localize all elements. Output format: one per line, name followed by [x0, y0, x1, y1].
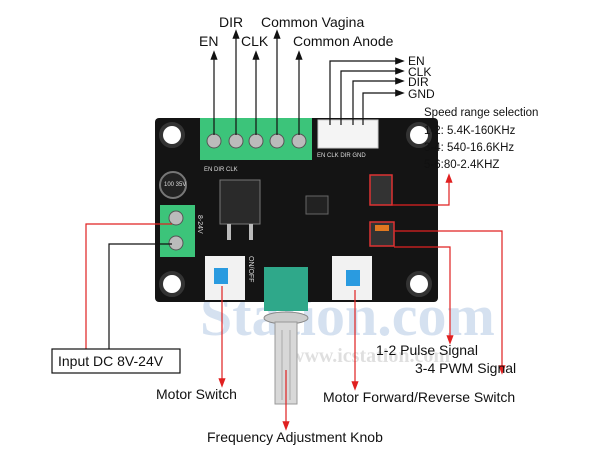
power-silkscreen: 8-24V [196, 215, 203, 234]
frequency-knob[interactable] [263, 267, 309, 405]
speed-range-option: 1-2: 5.4K-160KHz [424, 125, 516, 137]
header-label-clk: CLK [408, 65, 431, 79]
header-silkscreen: EN CLK DIR GND [317, 153, 366, 159]
speed-range-option: 5-6:80-2.4KHZ [424, 159, 499, 171]
speed-range-title: Speed range selection [424, 107, 538, 119]
red-arrows [85, 173, 506, 431]
pwm-signal-label: 3-4 PWM Signal [415, 360, 516, 376]
onoff-silkscreen: ON/OFF [247, 256, 254, 282]
input-label-box [51, 348, 181, 374]
forward-reverse-label: Motor Forward/Reverse Switch [323, 389, 515, 405]
label-common-anode: Common Anode [293, 33, 394, 49]
label-dir: DIR [219, 14, 243, 30]
motor-switch-label: Motor Switch [156, 386, 237, 402]
input-voltage-label: Input DC 8V-24V [58, 353, 164, 369]
chip [305, 195, 329, 215]
terminal-silkscreen: EN DIR CLK [204, 167, 238, 173]
pulse-signal-label: 1-2 Pulse Signal [376, 342, 478, 358]
motor-switch[interactable] [205, 256, 245, 300]
speed-jumper[interactable] [369, 174, 393, 206]
label-en: EN [199, 33, 218, 49]
header-label-gnd: GND [408, 87, 435, 101]
forward-reverse-switch[interactable] [332, 256, 372, 300]
speed-range-option: 3-4: 540-16.6KHz [424, 142, 514, 154]
motor-terminal-block: EN DIR CLK [200, 118, 312, 173]
header-label-dir: DIR [408, 75, 429, 89]
label-clk: CLK [241, 33, 269, 49]
voltage-regulator [219, 179, 261, 225]
terminal-arrows [108, 29, 405, 352]
frequency-knob-label: Frequency Adjustment Knob [207, 429, 383, 445]
power-terminal: 8-24V [160, 205, 203, 257]
driver-board: EN DIR CLK EN CLK DIR GND 100 35V 8-24V [155, 118, 438, 405]
header-label-en: EN [408, 54, 425, 68]
signal-header: EN CLK DIR GND [317, 119, 379, 159]
label-common-vagina: Common Vagina [261, 14, 364, 30]
capacitor-label: 100 35V [164, 182, 186, 188]
watermark-url: www.icstation.com [290, 345, 450, 367]
capacitor [159, 171, 187, 199]
